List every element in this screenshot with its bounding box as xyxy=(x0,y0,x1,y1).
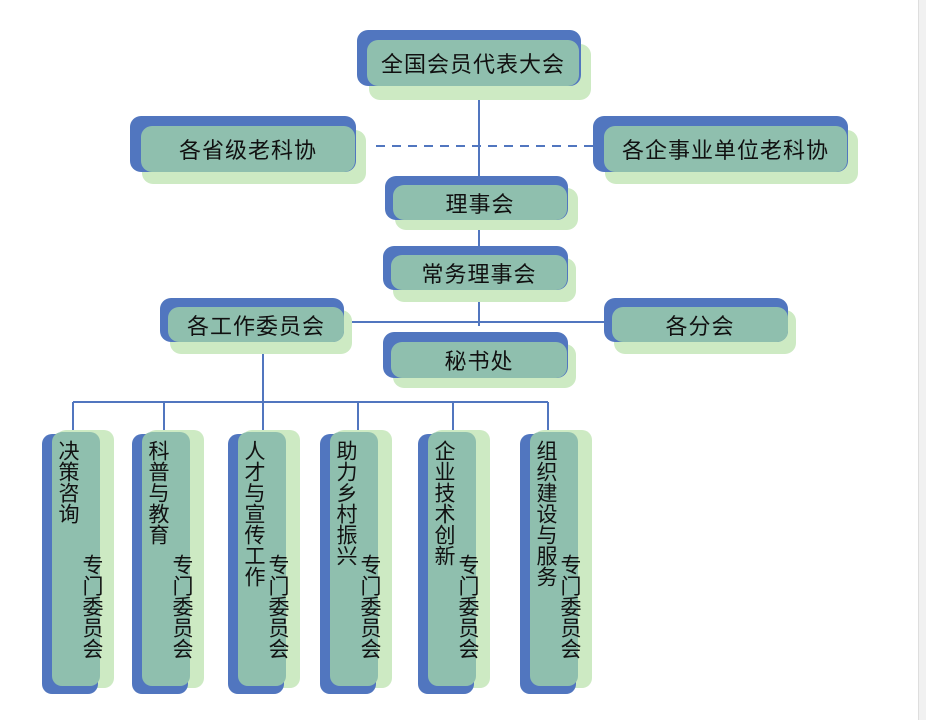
page-edge-strip xyxy=(918,0,926,720)
node-standing-council: 常务理事会 xyxy=(383,246,576,302)
committee-name: 助力乡村振兴 xyxy=(334,440,358,566)
committee-name: 决策咨询 xyxy=(56,440,80,524)
node-enterprise: 各企事业单位老科协 xyxy=(593,116,858,184)
node-national-congress: 全国会员代表大会 xyxy=(357,30,591,100)
committee-suffix: 专门委员会 xyxy=(266,554,290,659)
committee-suffix: 专门委员会 xyxy=(456,554,480,659)
node-branches: 各分会 xyxy=(604,298,796,354)
node-secretariat-label: 秘书处 xyxy=(391,342,567,378)
committee-suffix: 专门委员会 xyxy=(558,554,582,659)
node-council: 理事会 xyxy=(385,176,578,230)
node-provincial: 各省级老科协 xyxy=(130,116,366,184)
committee-suffix: 专门委员会 xyxy=(80,554,104,659)
committee-name: 组织建设与服务 xyxy=(534,440,558,587)
committee-box: 助力乡村振兴 专门委员会 xyxy=(320,430,392,694)
node-provincial-label: 各省级老科协 xyxy=(141,126,355,172)
node-branches-label: 各分会 xyxy=(612,307,788,342)
committee-box: 科普与教育 专门委员会 xyxy=(132,430,204,694)
committee-suffix: 专门委员会 xyxy=(358,554,382,659)
node-working-committees: 各工作委员会 xyxy=(160,298,352,354)
node-standing-council-label: 常务理事会 xyxy=(391,255,567,290)
committee-name: 人才与宣传工作 xyxy=(242,440,266,587)
node-national-congress-label: 全国会员代表大会 xyxy=(367,40,579,86)
committee-box: 企业技术创新 专门委员会 xyxy=(418,430,490,694)
node-secretariat: 秘书处 xyxy=(383,332,576,388)
committee-box: 决策咨询 专门委员会 xyxy=(42,430,114,694)
committee-suffix: 专门委员会 xyxy=(170,554,194,659)
committee-box: 组织建设与服务 专门委员会 xyxy=(520,430,592,694)
node-enterprise-label: 各企事业单位老科协 xyxy=(604,126,847,172)
committee-box: 人才与宣传工作 专门委员会 xyxy=(228,430,300,694)
node-working-committees-label: 各工作委员会 xyxy=(168,307,344,342)
committee-name: 科普与教育 xyxy=(146,440,170,545)
node-council-label: 理事会 xyxy=(393,185,567,220)
committee-name: 企业技术创新 xyxy=(432,440,456,566)
